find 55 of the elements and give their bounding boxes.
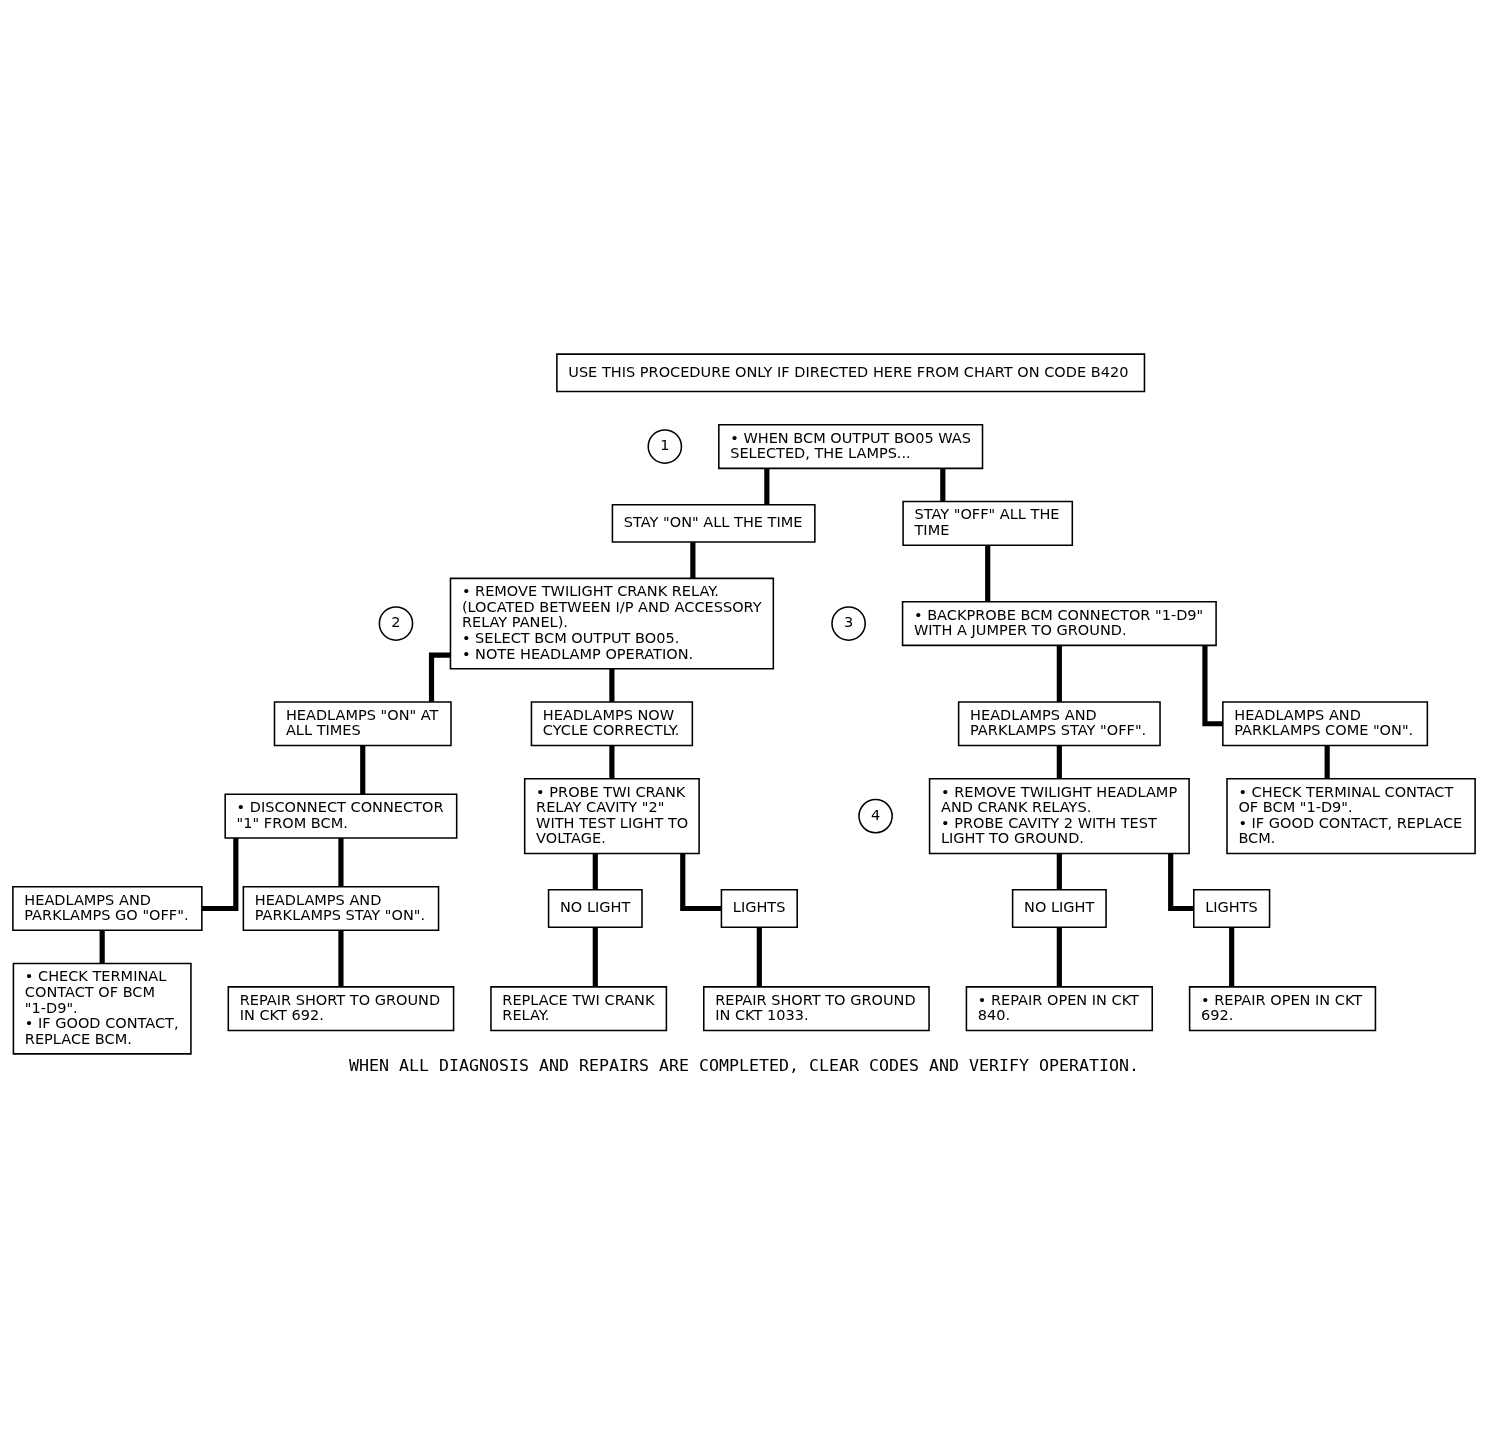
node-box: HEADLAMPS AND PARKLAMPS COME "ON". (1222, 701, 1429, 747)
node-box: • REMOVE TWILIGHT CRANK RELAY. (LOCATED BETWEEN I/P AND ACCESSORY RELAY PANEL). • SELECT BCM OUTPUT BO05. • NOTE HEADLAMP OPERATION. (449, 577, 775, 670)
connector (690, 542, 696, 579)
node-label: 4 (870, 806, 881, 823)
node-box: • WHEN BCM OUTPUT BO05 WAS SELECTED, THE LAMPS... (718, 423, 984, 470)
node-box: STAY "OFF" ALL THE TIME (902, 500, 1074, 546)
node-box: REPAIR SHORT TO GROUND IN CKT 692. (227, 986, 455, 1032)
node-box: • REPAIR OPEN IN CKT 840. (965, 986, 1154, 1032)
connector (1202, 645, 1223, 727)
caption: WHEN ALL DIAGNOSIS AND REPAIRS ARE COMPLETED, CLEAR CODES AND VERIFY OPERATION. (349, 1056, 1139, 1076)
node-label: 3 (843, 614, 854, 631)
connector (428, 652, 451, 702)
node-box: HEADLAMPS AND PARKLAMPS STAY "ON". (242, 885, 440, 932)
node-box: • REPAIR OPEN IN CKT 692. (1188, 986, 1377, 1032)
connector (1168, 853, 1194, 912)
connector (609, 745, 615, 779)
node-box: • DISCONNECT CONNECTOR "1" FROM BCM. (224, 793, 458, 839)
connector (338, 930, 344, 987)
node-box: • PROBE TWI CRANK RELAY CAVITY "2" WITH TEST LIGHT TO VOLTAGE. (523, 777, 700, 855)
node-box: NO LIGHT (1011, 889, 1107, 928)
node-box: STAY "ON" ALL THE TIME (611, 503, 816, 543)
node-label: 2 (391, 614, 401, 631)
connector (592, 927, 598, 987)
connector (202, 838, 239, 912)
connector (99, 930, 105, 964)
node-label: 1 (660, 437, 670, 454)
connector (756, 927, 762, 987)
node-box: HEADLAMPS "ON" AT ALL TIMES (273, 701, 452, 747)
connector (592, 853, 598, 890)
node-box: • BACKPROBE BCM CONNECTOR "1-D9" WITH A JUMPER TO GROUND. (901, 600, 1217, 647)
connector (338, 838, 344, 887)
connector (1056, 927, 1062, 987)
node-box: HEADLAMPS AND PARKLAMPS STAY "OFF". (957, 701, 1161, 747)
connector (764, 468, 770, 505)
connector (985, 545, 991, 602)
node-box: NO LIGHT (547, 889, 643, 928)
connector (680, 853, 722, 912)
node-box: HEADLAMPS AND PARKLAMPS GO "OFF". (12, 885, 203, 932)
connector (940, 468, 946, 502)
node-box: REPLACE TWI CRANK RELAY. (490, 986, 668, 1032)
connector (1056, 645, 1062, 702)
node-box: LIGHTS (720, 889, 798, 928)
connector (1056, 745, 1062, 779)
node-box: HEADLAMPS NOW CYCLE CORRECTLY. (530, 701, 694, 747)
node-box: • CHECK TERMINAL CONTACT OF BCM "1-D9". • IF GOOD CONTACT, REPLACE BCM. (12, 962, 192, 1055)
connector (609, 668, 615, 702)
node-box: REPAIR SHORT TO GROUND IN CKT 1033. (703, 986, 930, 1032)
connector (1229, 927, 1235, 987)
connector (360, 745, 366, 795)
node-box: LIGHTS (1193, 889, 1271, 928)
connector (1324, 745, 1330, 779)
node-box: USE THIS PROCEDURE ONLY IF DIRECTED HERE FROM CHART ON CODE B420 (556, 353, 1146, 393)
node-box: • CHECK TERMINAL CONTACT OF BCM "1-D9". • IF GOOD CONTACT, REPLACE BCM. (1226, 777, 1476, 855)
connector (1056, 853, 1062, 890)
node-box: • REMOVE TWILIGHT HEADLAMP AND CRANK RELAYS. • PROBE CAVITY 2 WITH TEST LIGHT TO GROUND. (928, 777, 1190, 855)
